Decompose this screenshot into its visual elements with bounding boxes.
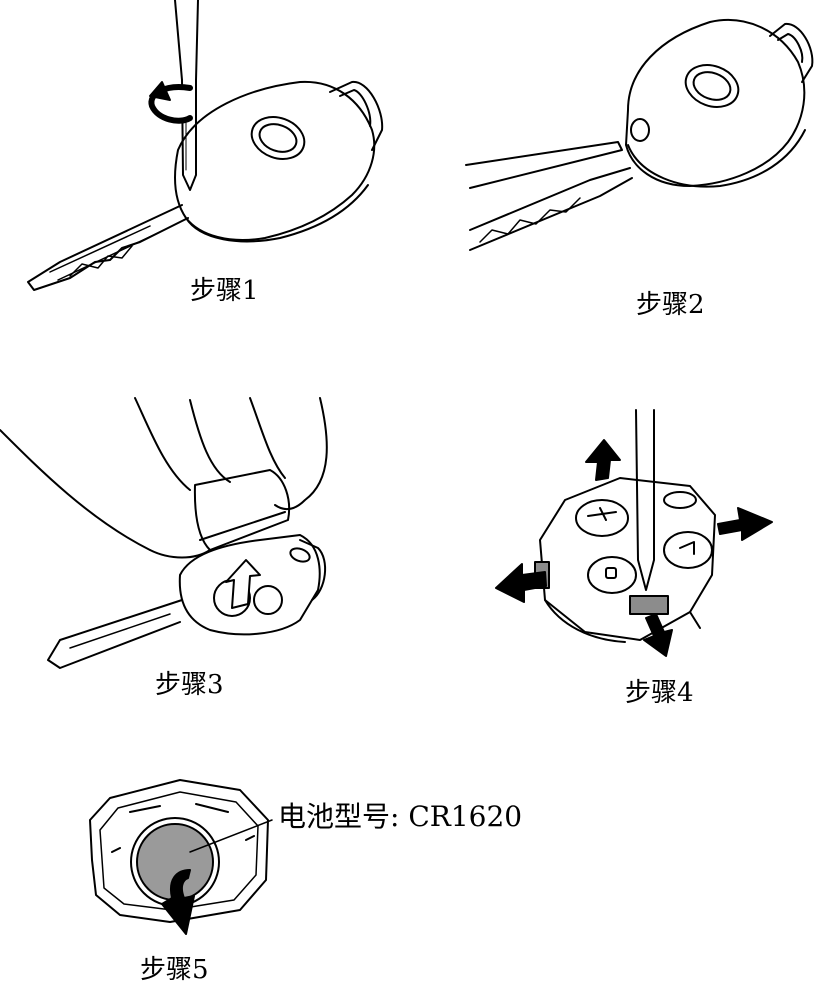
step5-leader-line xyxy=(189,819,273,853)
step4-illustration xyxy=(495,409,773,657)
step4-lock-button xyxy=(575,499,629,537)
step1-fob-body xyxy=(173,80,376,241)
step2-screwdriver xyxy=(465,141,623,189)
step4-arrow-up xyxy=(585,439,621,481)
step3-cover xyxy=(193,469,290,551)
step5-case xyxy=(89,779,269,923)
step4-arrow-right xyxy=(717,507,773,541)
step3-case xyxy=(178,534,321,636)
battery-model-label: 电池型号: CR1620 xyxy=(278,800,523,833)
step3-hand xyxy=(0,397,328,551)
step2-fob-body xyxy=(625,18,806,187)
step5-illustration xyxy=(89,779,273,935)
step4-arrow-left xyxy=(495,563,547,603)
step2-illustration xyxy=(465,18,814,251)
step4-unlock-button xyxy=(587,556,637,594)
step3-caption: 步骤3 xyxy=(155,670,224,700)
step2-caption: 步骤2 xyxy=(636,290,705,320)
step3-lift-arrow xyxy=(225,559,261,609)
step1-key-blade xyxy=(27,204,189,291)
step4-caption: 步骤4 xyxy=(625,678,694,708)
step4-screwdriver xyxy=(635,409,655,591)
step3-illustration xyxy=(0,397,328,669)
step1-caption: 步骤1 xyxy=(190,276,259,306)
step4-clip xyxy=(629,595,669,615)
step4-arrow-down xyxy=(643,613,673,657)
step4-fob-body xyxy=(539,477,716,641)
step5-removal-arrow xyxy=(161,869,195,935)
step1-screwdriver xyxy=(174,0,199,81)
step4-trunk-button xyxy=(663,531,713,569)
step1-illustration xyxy=(27,0,384,291)
step5-caption: 步骤5 xyxy=(140,955,209,985)
